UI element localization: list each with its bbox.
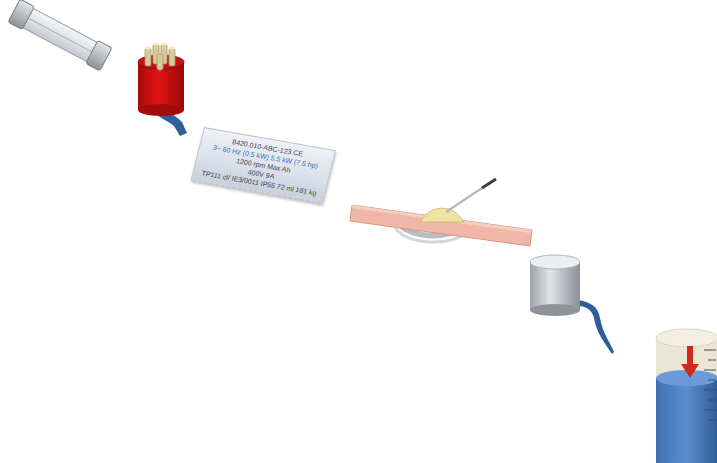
scale-tick [704,350,716,351]
slide-plate [350,179,532,246]
scale-tick [708,360,716,361]
nameplate-label: 8420.010-ABC-123 CE3~ 60 Hz (0.5 kW) 5.5… [191,127,336,204]
cable [138,43,187,137]
scale-tick [708,400,716,401]
pouring-container [530,255,614,354]
scale-tick [704,390,716,391]
scale-tick [704,370,716,371]
scale-tick [704,410,716,411]
scale-tick [708,420,716,421]
scale-tick [708,380,716,381]
beaker [656,329,717,463]
fuse [8,0,112,71]
